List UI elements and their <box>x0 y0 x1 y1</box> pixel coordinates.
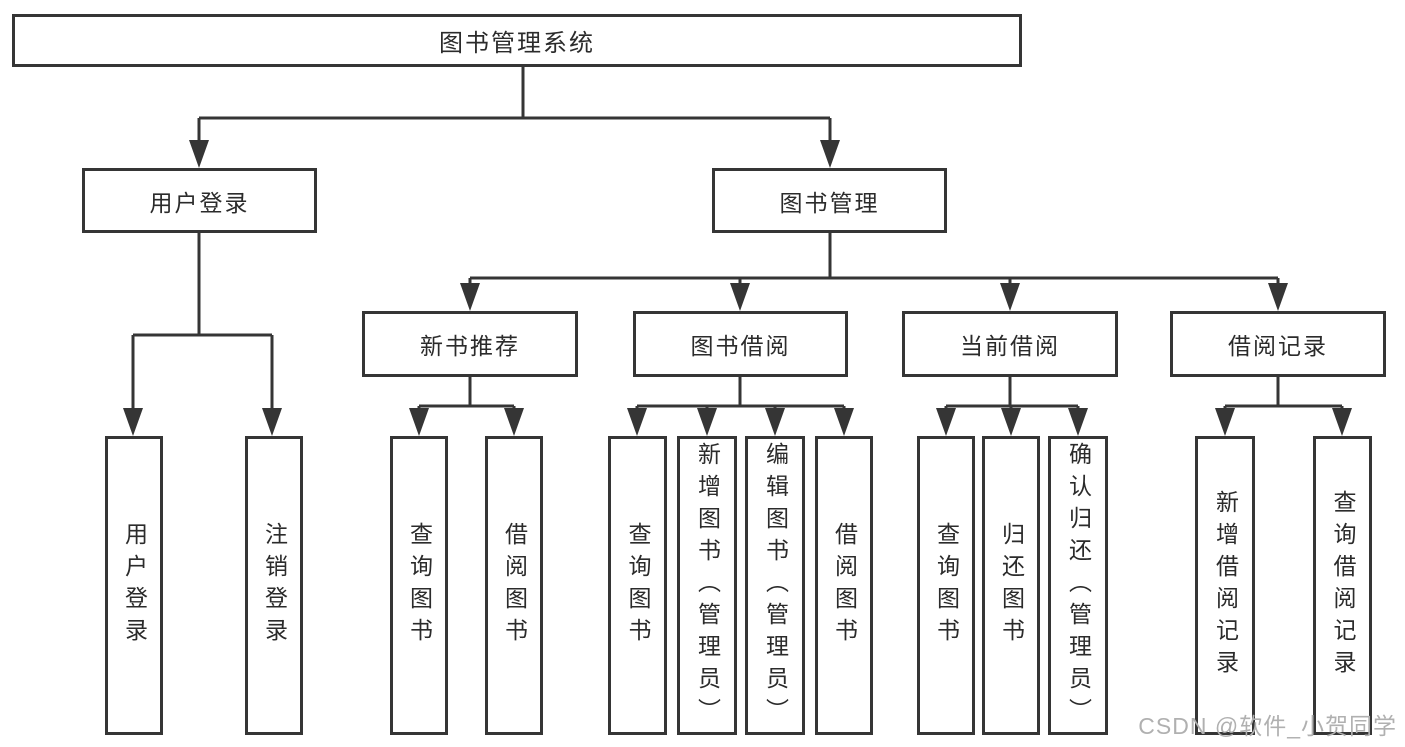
node-label: 新书推荐 <box>420 333 520 359</box>
node-label: 用户登录 <box>149 189 250 216</box>
node-leaf-current-query-books: 查询图书 <box>917 436 975 735</box>
node-leaf-logout: 注销登录 <box>245 436 303 735</box>
node-leaf-borrow-query-books: 查询图书 <box>608 436 667 735</box>
node-leaf-add-books-admin: 新增图书（管理员） <box>677 436 737 735</box>
node-label: 图书管理系统 <box>439 30 595 57</box>
node-label: 用户登录 <box>121 521 148 650</box>
node-user-login: 用户登录 <box>82 168 317 233</box>
node-label: 图书管理 <box>779 189 880 216</box>
node-leaf-confirm-return-admin: 确认归还（管理员） <box>1048 436 1108 735</box>
node-book-borrow: 图书借阅 <box>633 311 848 377</box>
node-label: 借阅图书 <box>501 521 528 650</box>
node-leaf-recommend-query-books: 查询图书 <box>390 436 448 735</box>
node-leaf-query-borrow-record: 查询借阅记录 <box>1313 436 1372 735</box>
node-borrow-records: 借阅记录 <box>1170 311 1386 377</box>
node-label: 归还图书 <box>998 521 1025 650</box>
node-leaf-return-books: 归还图书 <box>982 436 1040 735</box>
node-book-management: 图书管理 <box>712 168 947 233</box>
node-label: 确认归还（管理员） <box>1065 441 1092 730</box>
node-label: 新增图书（管理员） <box>694 441 721 730</box>
node-leaf-edit-books-admin: 编辑图书（管理员） <box>745 436 805 735</box>
node-root-system: 图书管理系统 <box>12 14 1022 67</box>
node-leaf-recommend-borrow-books: 借阅图书 <box>485 436 543 735</box>
node-label: 查询借阅记录 <box>1330 489 1356 682</box>
node-label: 编辑图书（管理员） <box>762 441 789 730</box>
node-label: 图书借阅 <box>690 333 791 359</box>
node-label: 注销登录 <box>261 521 288 650</box>
node-leaf-user-login: 用户登录 <box>105 436 163 735</box>
node-label: 查询图书 <box>625 521 651 650</box>
node-leaf-add-borrow-record: 新增借阅记录 <box>1195 436 1255 735</box>
node-label: 新增借阅记录 <box>1212 489 1239 682</box>
node-label: 借阅图书 <box>831 521 858 650</box>
node-label: 借阅记录 <box>1228 333 1328 359</box>
connector-arrowheads <box>123 140 1352 436</box>
node-label: 查询图书 <box>406 521 433 650</box>
node-label: 当前借阅 <box>960 333 1060 359</box>
node-current-borrow: 当前借阅 <box>902 311 1118 377</box>
node-label: 查询图书 <box>933 521 960 650</box>
node-leaf-borrow-books: 借阅图书 <box>815 436 873 735</box>
node-new-book-recommend: 新书推荐 <box>362 311 578 377</box>
